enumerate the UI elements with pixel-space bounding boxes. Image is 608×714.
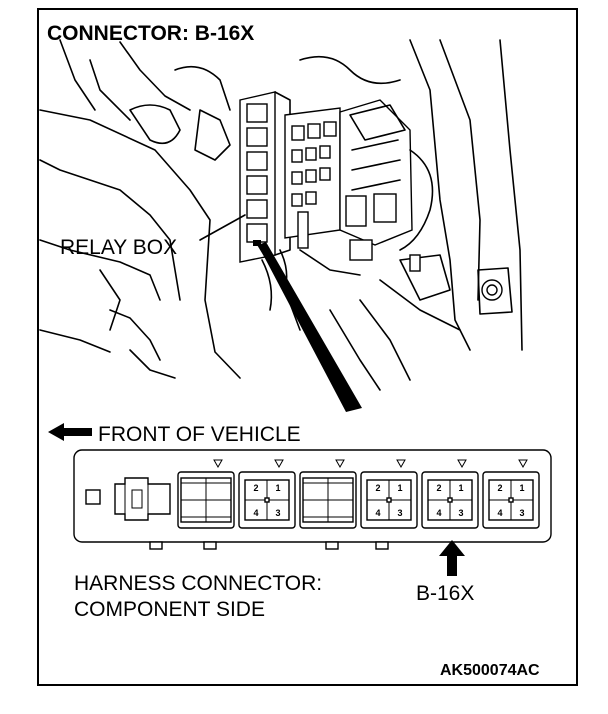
triangle-down-icon — [457, 459, 467, 469]
pin-number: 1 — [458, 483, 463, 493]
connector-slot-4: 2 1 4 3 — [360, 459, 418, 529]
harness-connector-label: HARNESS CONNECTOR: — [74, 572, 322, 595]
pin-number: 2 — [436, 483, 441, 493]
pin-number: 1 — [397, 483, 402, 493]
pin-number: 3 — [397, 508, 402, 518]
triangle-down-icon — [274, 459, 284, 469]
relay-box-label: RELAY BOX — [60, 236, 177, 259]
connector-slot-1 — [177, 459, 235, 529]
component-side-label: COMPONENT SIDE — [74, 598, 265, 621]
pin-number: 3 — [275, 508, 280, 518]
pin-number: 4 — [497, 508, 502, 518]
pin-number: 2 — [375, 483, 380, 493]
pin-number: 2 — [253, 483, 258, 493]
connector-slot-3 — [299, 459, 357, 529]
figure-code: AK500074AC — [440, 662, 540, 679]
pin-number: 1 — [275, 483, 280, 493]
connector-slot-2: 2 1 4 3 — [238, 459, 296, 529]
triangle-down-icon — [518, 459, 528, 469]
pin-number: 4 — [375, 508, 380, 518]
page-title: CONNECTOR: B-16X — [47, 22, 254, 45]
pin-number: 1 — [519, 483, 524, 493]
pin-number: 4 — [436, 508, 441, 518]
connector-slot-6: 2 1 4 3 — [482, 459, 540, 529]
pin-number: 4 — [253, 508, 258, 518]
connector-id-label: B-16X — [416, 582, 474, 605]
connector-slot-5-b16x: 2 1 4 3 — [421, 459, 479, 529]
up-arrow-icon — [439, 540, 465, 576]
pin-number: 3 — [458, 508, 463, 518]
pin-number: 3 — [519, 508, 524, 518]
triangle-down-icon — [213, 459, 223, 469]
pin-number: 2 — [497, 483, 502, 493]
engine-bay-illustration — [39, 39, 523, 412]
front-of-vehicle-label: FRONT OF VEHICLE — [98, 423, 301, 446]
triangle-down-icon — [396, 459, 406, 469]
triangle-down-icon — [335, 459, 345, 469]
left-arrow-icon — [48, 423, 92, 441]
harness-connector: 2 1 4 3 2 1 4 3 2 1 4 3 2 1 4 3 — [73, 449, 552, 550]
